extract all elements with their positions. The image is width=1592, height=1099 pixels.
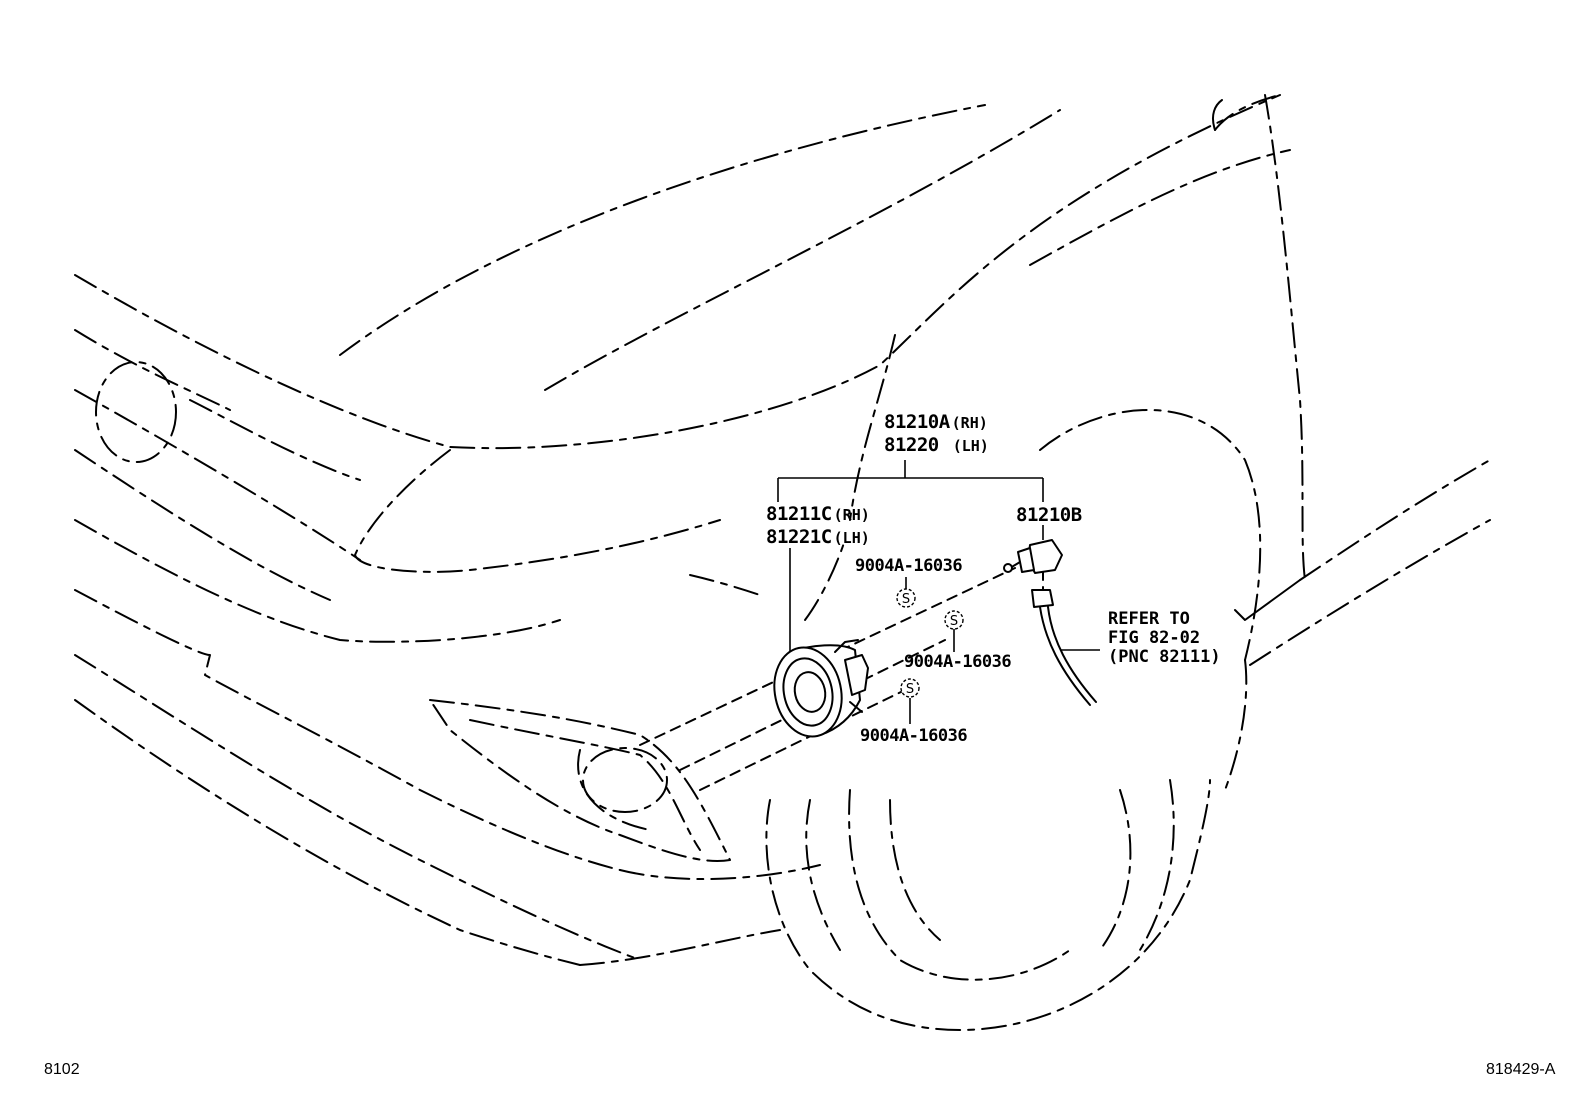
- refer-line-2: FIG 82-02: [1108, 628, 1201, 648]
- part-number-unit-rh: 81211C: [766, 503, 832, 525]
- part-number-screw-1: 9004A-16036: [855, 556, 963, 576]
- part-number-bulb: 81210B: [1016, 504, 1082, 526]
- fog-lamp-bulb: [1003, 539, 1063, 574]
- callout-assy-rh: 81210A(RH): [884, 413, 988, 432]
- svg-text:S: S: [906, 682, 914, 697]
- side-rh: (RH): [833, 506, 870, 524]
- figure-number: 8102: [44, 1061, 80, 1078]
- leader-lines: [777, 460, 1100, 724]
- fog-lamp-unit: [773, 639, 869, 738]
- illustration-id: 818429-A: [1486, 1061, 1556, 1078]
- part-number-unit-lh: 81221C: [766, 526, 832, 548]
- svg-text:S: S: [902, 592, 910, 607]
- callout-assy-lh: 81220 (LH): [884, 436, 989, 455]
- refer-note: REFER TO FIG 82-02 (PNC 82111): [1108, 610, 1221, 667]
- part-number-assy-rh: 81210A: [884, 411, 950, 433]
- callout-unit-lh: 81221C(LH): [766, 528, 870, 547]
- refer-line-3: (PNC 82111): [1108, 647, 1221, 667]
- part-number-assy-lh: 81220: [884, 434, 939, 456]
- svg-text:S: S: [950, 614, 958, 629]
- side-lh: (LH): [952, 437, 989, 455]
- screw-symbol-2: S: [944, 610, 964, 630]
- part-number-screw-2: 9004A-16036: [904, 652, 1012, 672]
- part-number-screw-3: 9004A-16036: [860, 726, 968, 746]
- side-lh: (LH): [833, 529, 870, 547]
- vehicle-body-outline: [74, 94, 1491, 1031]
- screw-symbol-1: S: [896, 588, 916, 608]
- screw-symbol-3: S: [900, 678, 920, 698]
- refer-line-1: REFER TO: [1108, 609, 1190, 629]
- side-rh: (RH): [951, 414, 988, 432]
- wire-harness: [1031, 589, 1097, 706]
- callout-unit-rh: 81211C(RH): [766, 505, 870, 524]
